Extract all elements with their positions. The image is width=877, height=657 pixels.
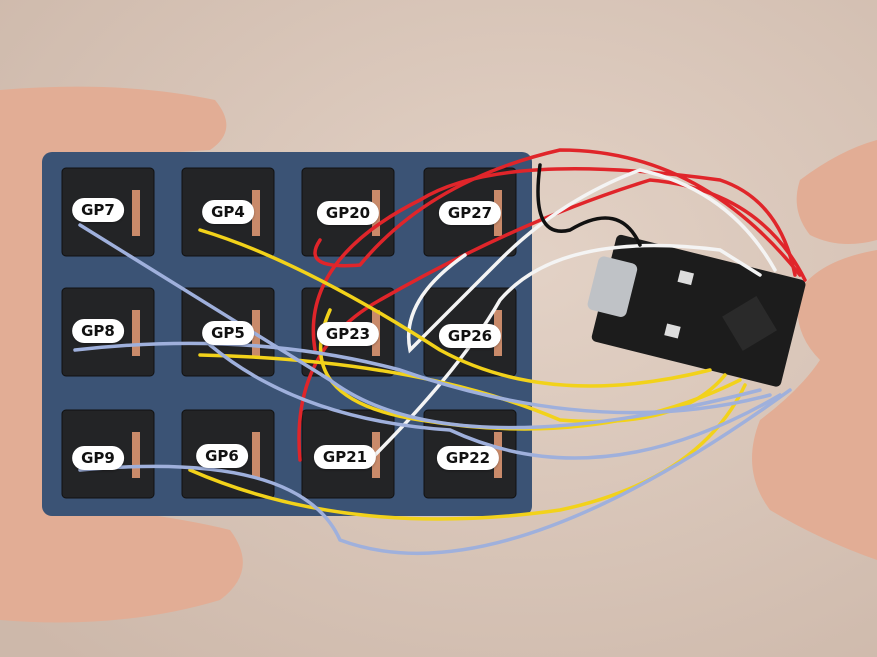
microcontroller-board	[587, 234, 806, 387]
pin-label-gp7: GP7	[72, 198, 124, 222]
wire-black	[536, 163, 642, 247]
pin-label-gp21: GP21	[313, 445, 377, 469]
wire-red	[297, 178, 807, 462]
wire-yellow	[198, 228, 712, 388]
wire-yellow	[188, 383, 747, 521]
wire-blue	[73, 341, 772, 415]
pin-label-gp8: GP8	[72, 319, 124, 343]
pin-label-gp22: GP22	[436, 446, 500, 470]
pin-label-gp26: GP26	[438, 324, 502, 348]
wire-blue	[78, 388, 792, 556]
pin-label-gp9: GP9	[72, 446, 124, 470]
switch-contact	[252, 190, 260, 236]
switch-contact	[132, 190, 140, 236]
pin-label-gp6: GP6	[196, 444, 248, 468]
switch-contact	[132, 310, 140, 356]
switch-contact	[252, 432, 260, 478]
pin-label-gp23: GP23	[316, 322, 380, 346]
wire-blue	[78, 223, 762, 430]
wire-white	[407, 168, 777, 354]
switch-contact	[132, 432, 140, 478]
wire-blue	[208, 343, 782, 460]
right-hand	[752, 110, 877, 560]
pin-label-gp27: GP27	[438, 201, 502, 225]
pin-label-gp20: GP20	[316, 201, 380, 225]
pin-label-gp4: GP4	[202, 200, 254, 224]
wire-white	[368, 243, 762, 462]
pin-label-gp5: GP5	[202, 321, 254, 345]
wire-red	[311, 167, 797, 352]
